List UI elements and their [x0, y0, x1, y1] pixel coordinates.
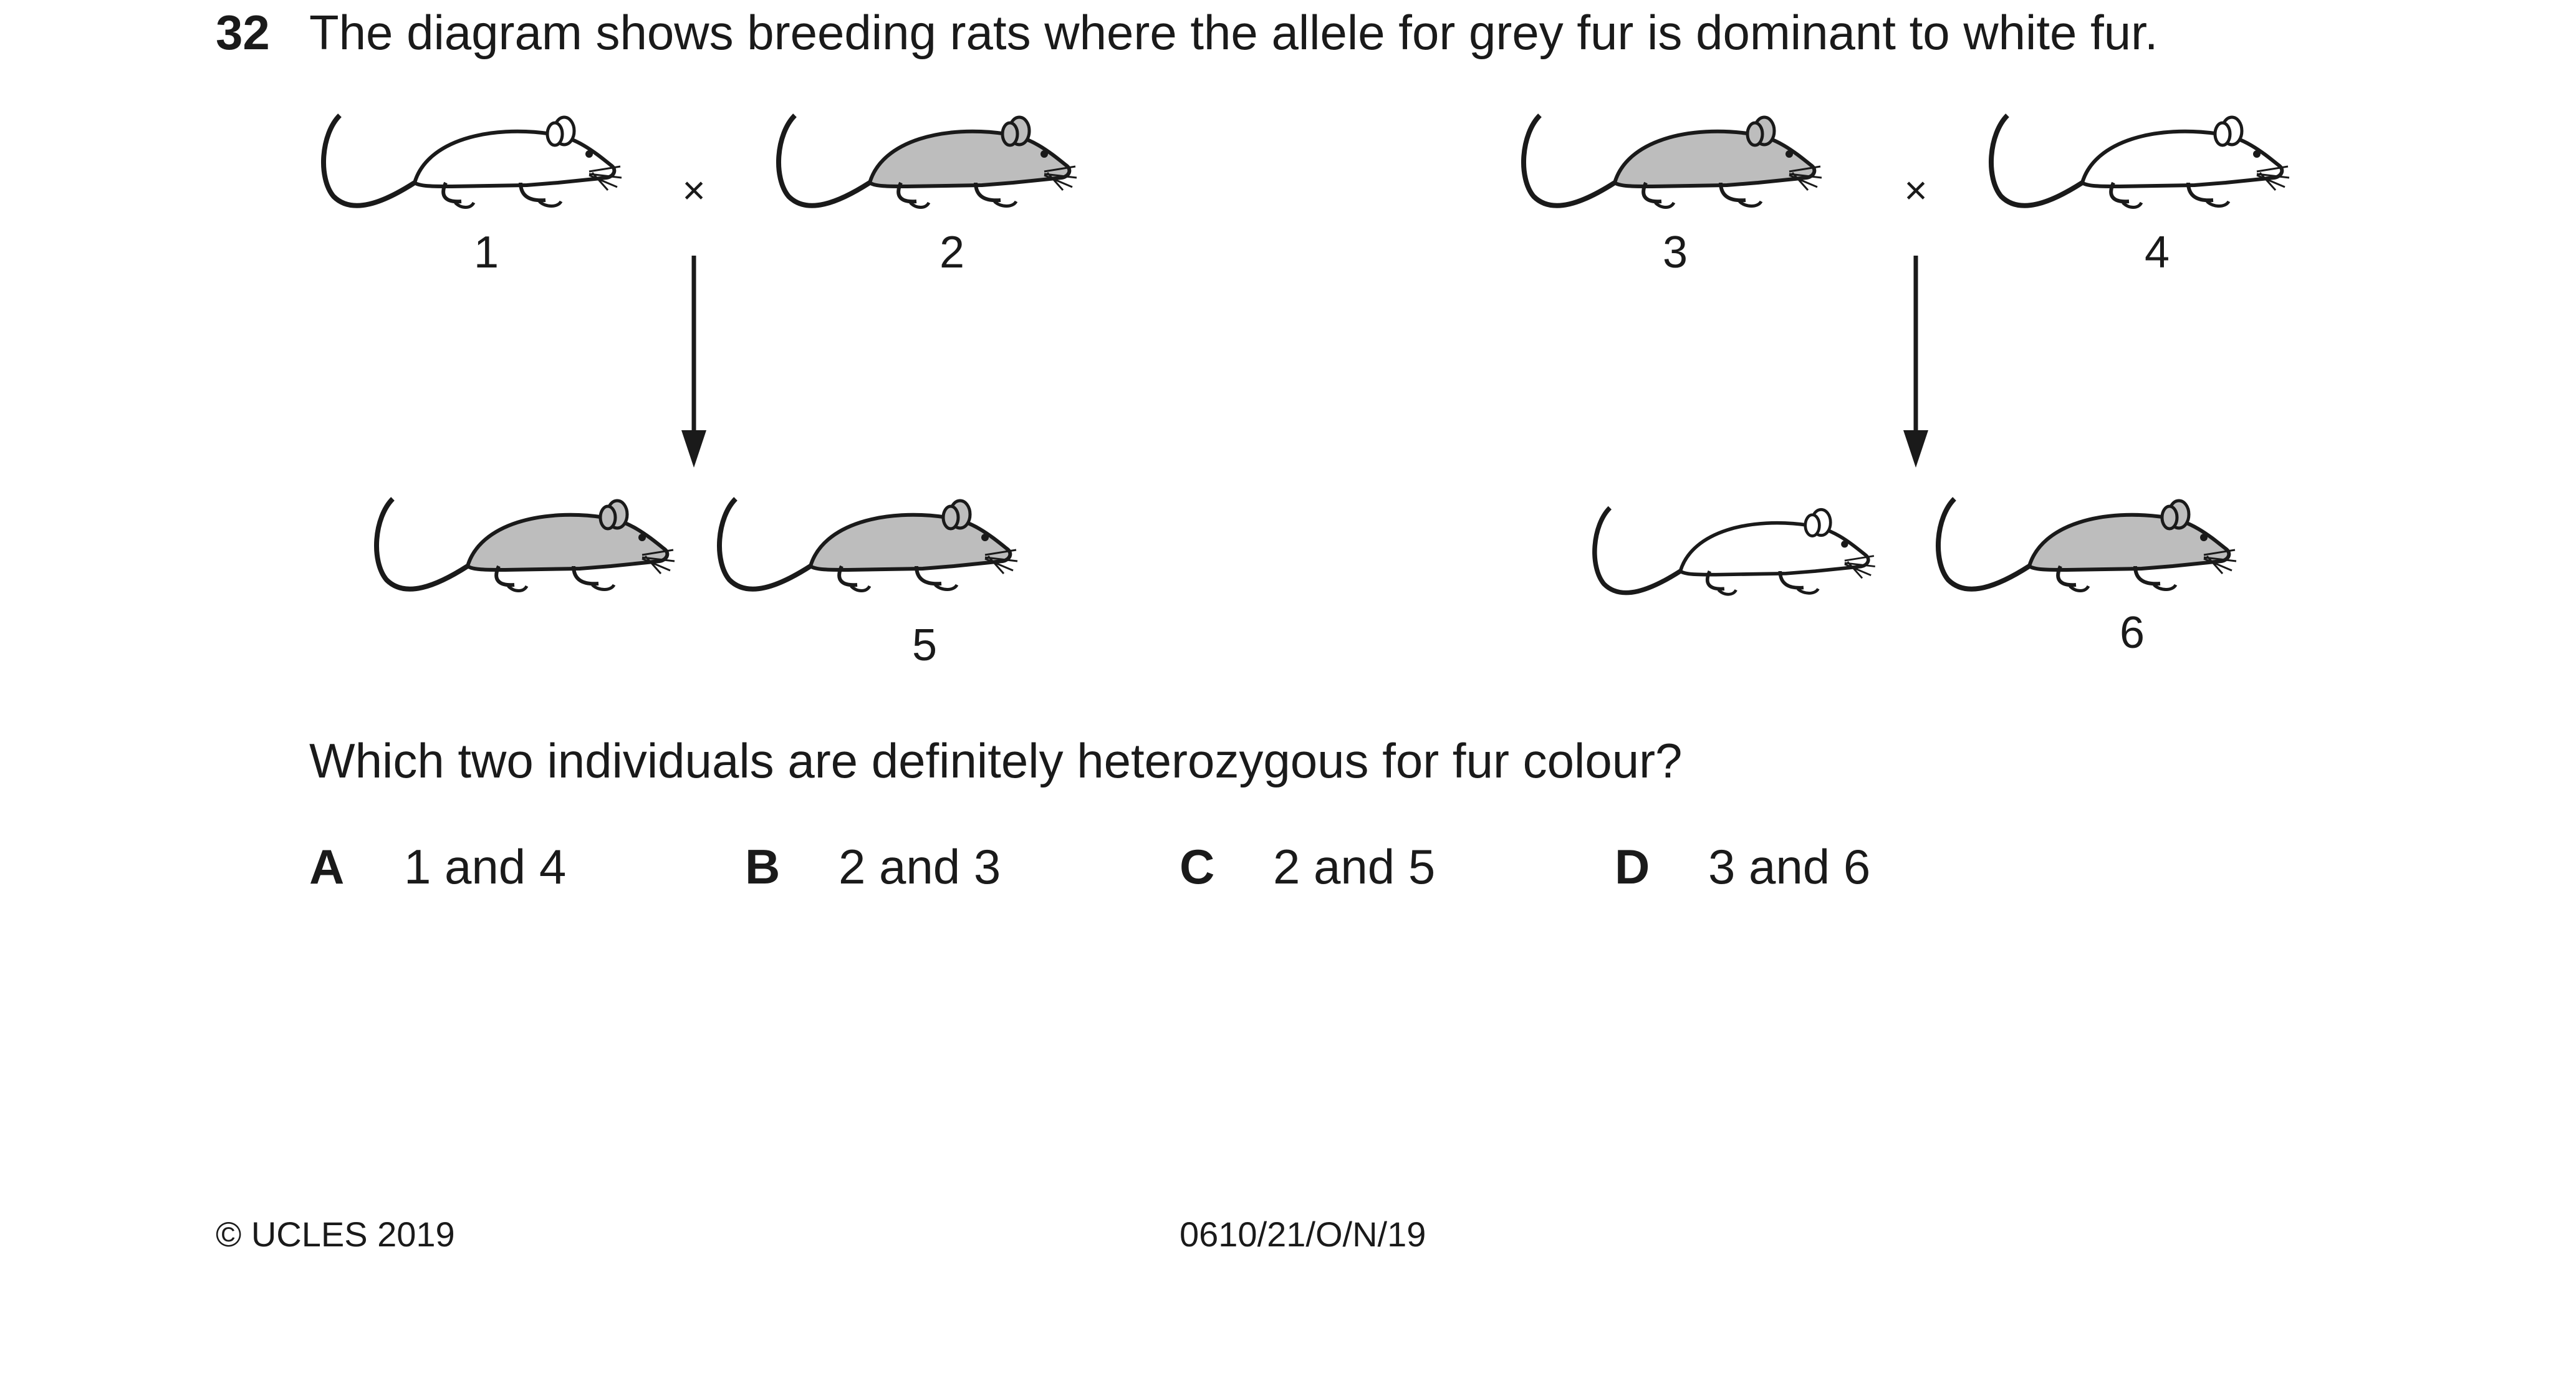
rat-2-grey	[779, 115, 1077, 208]
footer-copyright: © UCLES 2019	[216, 1215, 455, 1254]
option-d-letter: D	[1615, 839, 1650, 894]
arrow-cross-1	[681, 256, 706, 468]
label-2: 2	[939, 228, 965, 277]
label-6: 6	[2119, 608, 2145, 658]
rat-3-grey	[1524, 115, 1822, 208]
label-4: 4	[2144, 228, 2170, 277]
question-number: 32	[216, 5, 270, 60]
option-c-text: 2 and 5	[1273, 839, 1436, 894]
rat-6-grey	[1938, 499, 2236, 591]
rat-4-white	[1991, 115, 2289, 208]
option-b-text: 2 and 3	[839, 839, 1001, 894]
offspring-1a-grey	[377, 499, 675, 591]
breeding-diagram	[0, 0, 2576, 717]
rat-1-white	[324, 115, 622, 208]
option-c-letter: C	[1180, 839, 1215, 894]
arrow-cross-2	[1903, 256, 1928, 468]
option-a-text: 1 and 4	[404, 839, 567, 894]
question-stem: The diagram shows breeding rats where th…	[309, 5, 2158, 60]
question-prompt: Which two individuals are definitely het…	[309, 733, 1683, 788]
cross-symbol-2: ×	[1904, 168, 1928, 213]
option-d-text: 3 and 6	[1708, 839, 1871, 894]
option-b-letter: B	[745, 839, 781, 894]
footer-paper-code: 0610/21/O/N/19	[1180, 1215, 1426, 1254]
label-1: 1	[473, 228, 499, 277]
offspring-2a-white	[1595, 508, 1875, 594]
label-5: 5	[911, 620, 938, 670]
label-3: 3	[1662, 228, 1688, 277]
rat-5-grey	[719, 499, 1017, 591]
cross-symbol-1: ×	[682, 168, 706, 213]
option-a-letter: A	[309, 839, 345, 894]
